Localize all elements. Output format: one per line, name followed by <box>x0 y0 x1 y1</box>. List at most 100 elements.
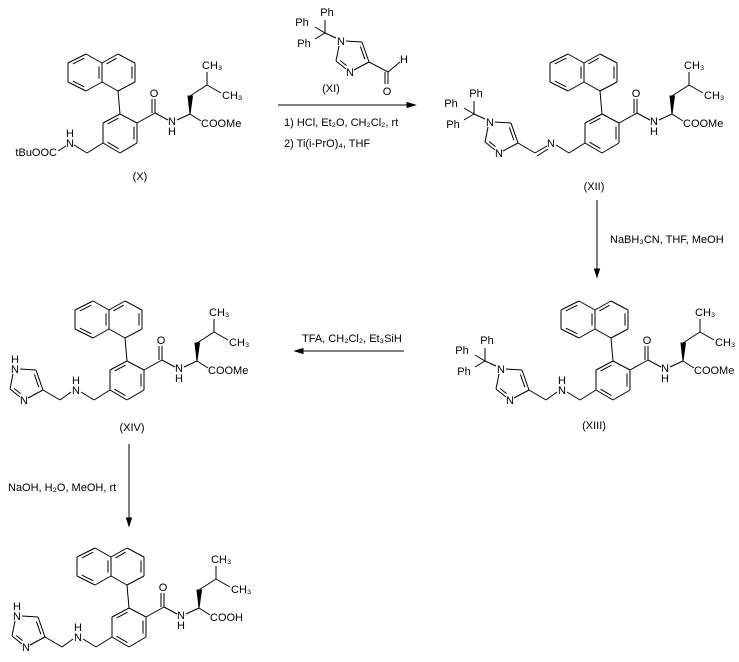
bond <box>13 388 21 395</box>
amide-n-label: N <box>650 116 658 128</box>
conditions-text: NaOH, H₂O, MeOH, rt <box>8 482 116 494</box>
phenyl-label: Ph <box>297 38 310 50</box>
bond <box>682 331 701 344</box>
bond <box>669 360 684 368</box>
bond <box>114 364 126 372</box>
bond <box>145 606 165 618</box>
bond <box>495 373 500 390</box>
bond <box>198 578 217 591</box>
arrowhead <box>125 517 133 528</box>
bond <box>19 368 37 371</box>
carbonyl-oxygen-label: O <box>157 335 166 347</box>
bond <box>117 81 136 92</box>
amide-h-label: H <box>168 126 176 138</box>
phenyl-label: Ph <box>295 17 308 29</box>
bond <box>117 90 121 115</box>
carbonyl-oxygen-label: O <box>150 88 159 100</box>
bond <box>86 142 104 154</box>
carboxyl-label: COOMe <box>694 365 734 377</box>
amide-h-label: H <box>661 373 669 385</box>
bond <box>473 113 486 120</box>
bond <box>671 113 684 122</box>
imidazole-n3-label: N <box>495 148 503 160</box>
bond <box>15 635 23 642</box>
bond <box>113 304 124 312</box>
bond <box>128 636 147 648</box>
bond <box>85 81 103 92</box>
bond <box>213 331 229 341</box>
bond <box>584 142 603 154</box>
carboxyl-label: COOMe <box>201 118 241 130</box>
bond <box>196 360 209 369</box>
bond <box>610 300 629 311</box>
imidazole-nh-label: H <box>11 354 19 366</box>
imidazole-nh-label: H <box>13 601 21 613</box>
amine-h-label: H <box>72 375 80 387</box>
bond <box>81 551 94 559</box>
carboxyl-label: COOH <box>210 612 243 624</box>
bond <box>154 112 169 121</box>
bond <box>361 41 370 63</box>
bond <box>183 360 198 368</box>
compound-label: (XIII) <box>582 420 606 432</box>
bond <box>57 145 67 152</box>
bond <box>124 300 143 311</box>
imidazole-n3-label: N <box>20 395 28 407</box>
imine-n-label: N <box>547 138 555 150</box>
bond <box>583 53 601 64</box>
amine-h-label: H <box>558 375 566 387</box>
bond <box>85 53 103 64</box>
bond <box>110 575 128 586</box>
bond <box>688 84 704 94</box>
bond <box>198 607 211 616</box>
bond <box>108 300 126 311</box>
phenyl-label: Ph <box>469 88 482 100</box>
bond <box>115 551 126 559</box>
carboxyl-label: COOMe <box>208 365 248 377</box>
bond <box>588 57 599 65</box>
bond <box>126 547 145 558</box>
bond <box>29 636 46 646</box>
bond <box>119 113 138 124</box>
bond <box>94 575 112 586</box>
bond <box>584 113 603 124</box>
bond <box>37 616 46 638</box>
bond <box>106 57 117 65</box>
bond <box>9 388 21 398</box>
bond <box>636 112 651 121</box>
compound-label: (XII) <box>584 181 605 193</box>
amide-n-label: N <box>168 116 176 128</box>
bond <box>566 391 581 401</box>
bond <box>353 61 370 71</box>
bond <box>600 388 612 397</box>
stereo-wedge <box>194 342 201 362</box>
bond <box>76 547 96 558</box>
bond <box>67 53 87 64</box>
bond <box>314 32 326 40</box>
bond <box>74 300 94 311</box>
bond <box>565 304 578 312</box>
bond <box>206 84 222 94</box>
bond <box>128 607 147 618</box>
bond <box>560 328 580 339</box>
imidazole-n3-label: N <box>506 395 514 407</box>
phenyl-label: Ph <box>320 7 333 19</box>
bond <box>554 57 567 65</box>
stereo-wedge <box>196 589 203 609</box>
carbonyl-oxygen-label: O <box>159 582 168 594</box>
bond <box>554 80 567 88</box>
bond <box>589 117 601 125</box>
bond <box>699 331 715 341</box>
bond <box>484 141 496 151</box>
bond <box>92 328 110 339</box>
bond <box>107 117 119 125</box>
bond <box>368 61 389 73</box>
stereo-wedge <box>187 95 194 115</box>
bond <box>335 60 347 70</box>
bond <box>612 360 631 371</box>
carbonyl-oxygen-label: O <box>643 335 652 347</box>
bond <box>599 81 618 92</box>
